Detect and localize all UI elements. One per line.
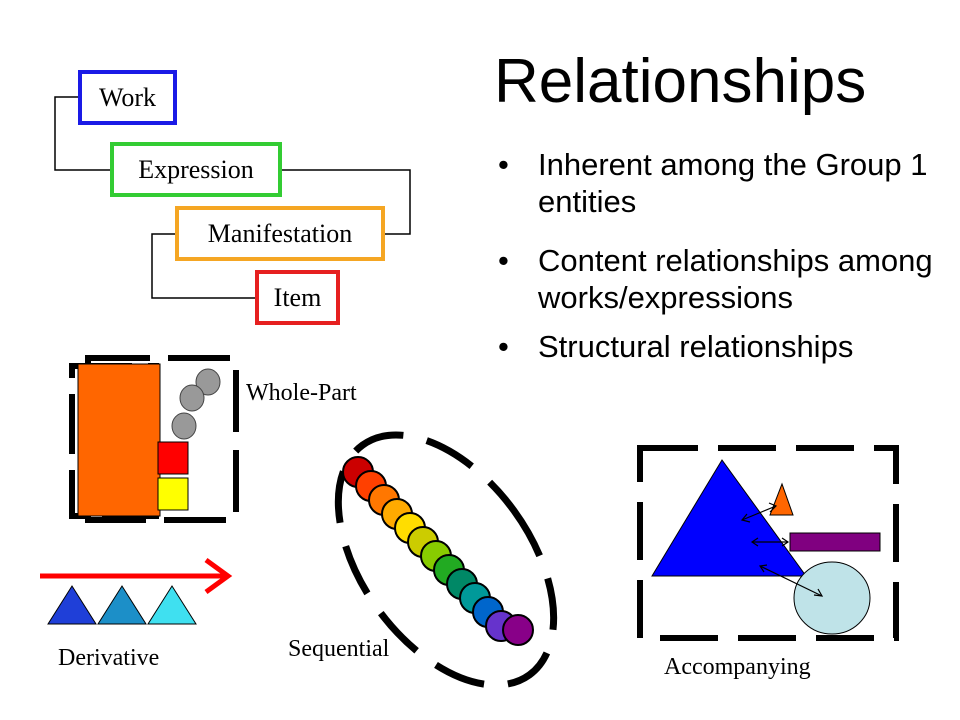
frbr-connectors [54,96,411,299]
frbr-box-item: Item [255,270,340,325]
label-sequential: Sequential [288,636,390,662]
frbr-box-expression: Expression [110,142,282,197]
bullet-dot: • [498,243,509,278]
whole-part-graphic [69,355,239,523]
bullet-text: Structural relationships [538,329,854,364]
frbr-label-work: Work [98,82,157,112]
label-accompanying: Accompanying [664,654,811,680]
derivative-graphic [40,557,233,625]
frbr-label-manifestation: Manifestation [207,218,353,248]
bullet-item: • Structural relationships [490,328,950,365]
bullet-dot: • [498,147,509,182]
bullet-item: • Content relationships among works/expr… [490,242,950,316]
frbr-label-expression: Expression [138,154,254,184]
bullet-text: Content relationships among works/expres… [538,243,933,315]
bullet-list: • Inherent among the Group 1 entities • … [490,146,950,365]
label-whole-part: Whole-Part [246,380,357,406]
frbr-box-manifestation: Manifestation [175,206,385,261]
bullet-item: • Inherent among the Group 1 entities [490,146,950,220]
frbr-box-work: Work [78,70,177,125]
bullet-text: Inherent among the Group 1 entities [538,147,928,219]
sequential-discs [342,456,534,646]
sequential-graphic [334,431,558,689]
accompanying-graphic [637,445,899,641]
frbr-label-item: Item [273,282,322,312]
slide-title: Relationships [494,47,867,116]
bullet-dot: • [498,329,509,364]
label-derivative: Derivative [58,645,160,671]
